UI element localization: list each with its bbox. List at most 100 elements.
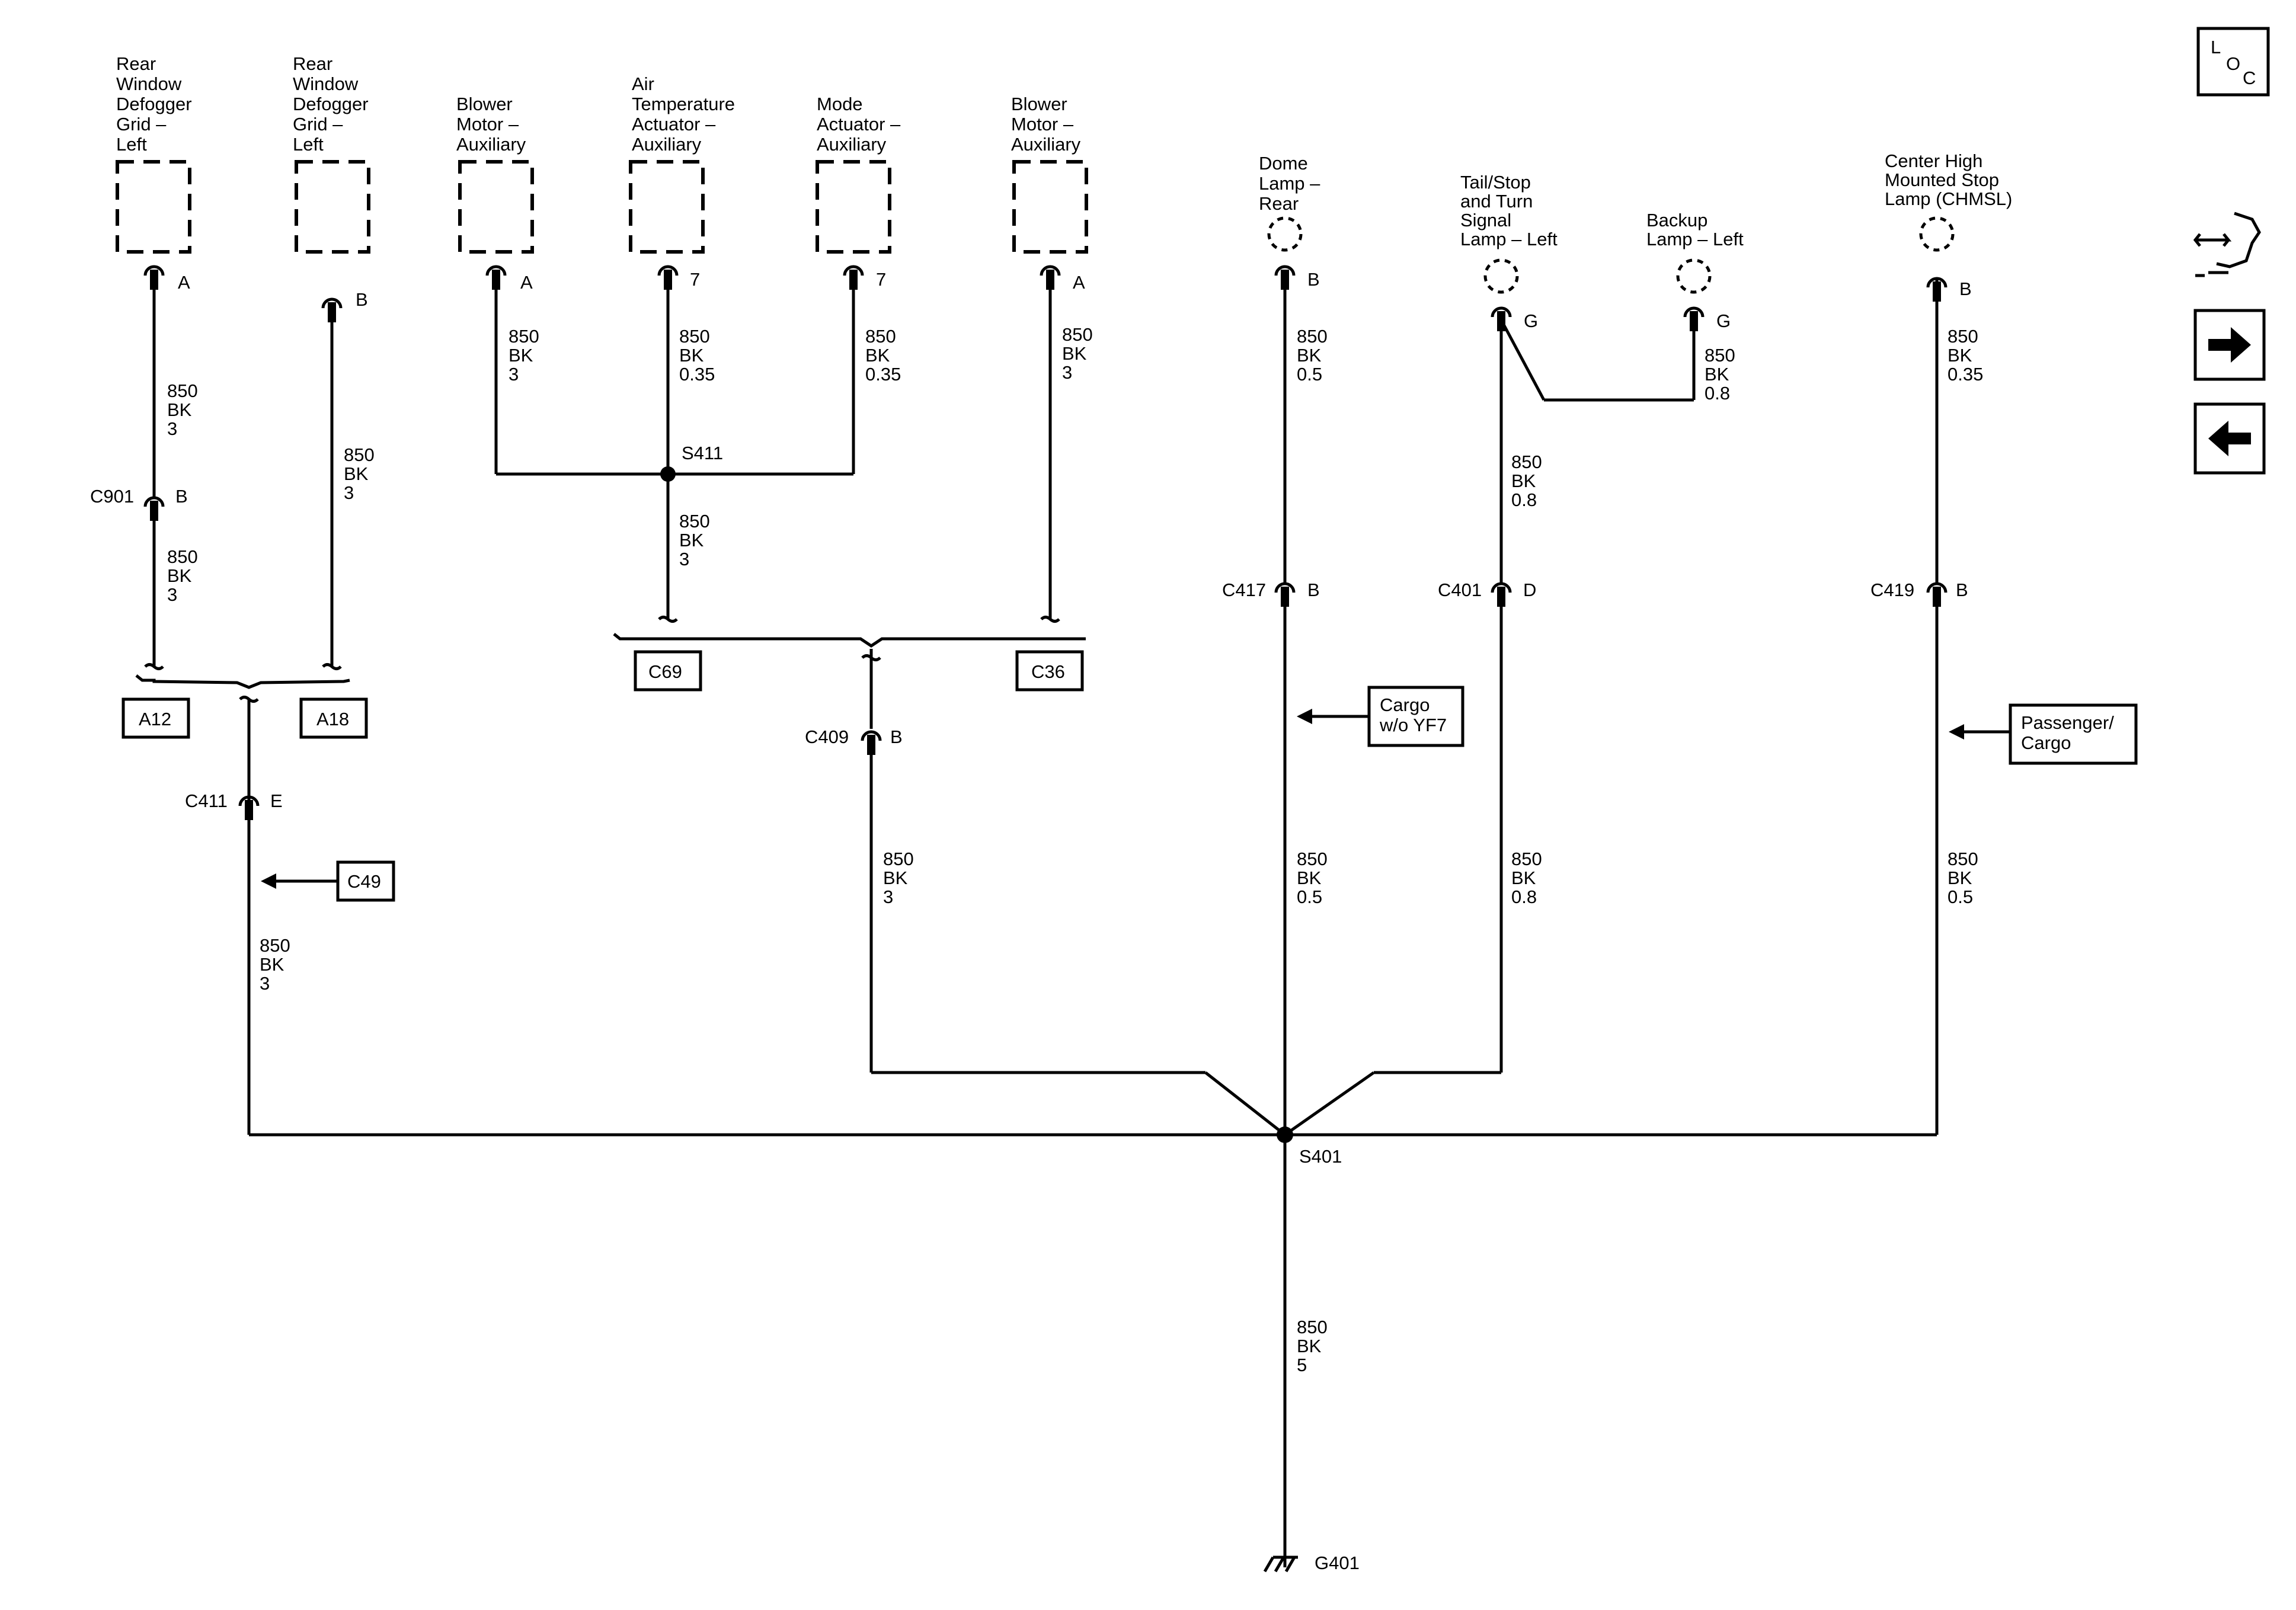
svg-text:850: 850 [1511,452,1542,472]
page-ref-c36[interactable]: C36 [1015,650,1084,692]
component-label-tail-stop-turn-lamp: Tail/Stop and Turn Signal Lamp – Left [1460,172,1558,249]
lamp-symbol-dome [1267,216,1303,252]
connector-label-c411: C411 E [185,790,283,811]
pin-label: A [520,272,533,293]
component-label-backup-lamp: Backup Lamp – Left [1646,210,1744,249]
svg-text:BK: BK [1948,345,1972,366]
page-ref-a12[interactable]: A12 [121,697,190,739]
svg-text:0.5: 0.5 [1297,364,1322,385]
svg-text:C49: C49 [347,871,381,892]
wire-label: 850 BK 0.35 [679,326,715,385]
svg-text:3: 3 [167,418,177,439]
pin-label: G [1524,311,1538,331]
svg-text:5: 5 [1297,1355,1307,1375]
splice-label-s401: S401 [1299,1146,1342,1167]
svg-text:Mounted Stop: Mounted Stop [1885,169,1999,190]
callout-arrow [1949,724,2010,740]
svg-text:3: 3 [509,364,519,385]
svg-text:Rear: Rear [293,53,332,74]
svg-text:E: E [270,790,283,811]
svg-text:BK: BK [1948,868,1972,888]
svg-text:3: 3 [344,482,354,503]
svg-text:BK: BK [865,345,890,366]
svg-text:B: B [1307,580,1320,600]
svg-text:Motor –: Motor – [1011,114,1074,135]
ground-symbol [1263,1555,1298,1573]
svg-text:BK: BK [1511,868,1536,888]
svg-text:Auxiliary: Auxiliary [817,134,887,155]
arrow-left-icon[interactable] [2193,402,2266,475]
connector-label-c401: C401 D [1438,580,1536,600]
svg-text:C419: C419 [1870,580,1914,600]
svg-text:B: B [175,486,188,507]
wire-label: 850 BK 3 [260,935,290,994]
svg-text:BK: BK [509,345,533,366]
component-box-rear-defogger-b [295,160,370,254]
wire-label: 850 BK 3 [167,380,198,439]
svg-text:BK: BK [679,345,704,366]
svg-text:L: L [2211,37,2221,57]
pin-label: A [178,272,190,293]
svg-text:850: 850 [344,444,375,465]
callout-arrow [1297,709,1369,724]
svg-text:Auxiliary: Auxiliary [632,134,702,155]
svg-text:Window: Window [116,73,182,94]
svg-text:3: 3 [883,886,893,907]
harness-icon[interactable] [2193,212,2261,277]
svg-text:Grid –: Grid – [116,114,167,135]
svg-text:Lamp – Left: Lamp – Left [1646,229,1744,249]
svg-text:850: 850 [1297,326,1328,347]
pin-label: A [1073,272,1085,293]
svg-text:850: 850 [883,849,914,869]
loc-icon[interactable]: L O C [2196,27,2270,97]
lamp-symbol-tail-stop [1483,258,1519,294]
svg-text:Window: Window [293,73,359,94]
option-box-passenger-cargo[interactable]: Passenger/ Cargo [2009,703,2138,765]
wire-label: 850 BK 0.5 [1297,326,1328,385]
svg-text:Auxiliary: Auxiliary [456,134,526,155]
component-box-rear-defogger-a [116,160,191,254]
pin-label: G [1716,311,1731,331]
svg-text:BK: BK [344,463,369,484]
svg-text:Cargo: Cargo [1380,694,1430,715]
svg-text:C409: C409 [805,726,849,747]
pin-label: B [356,289,368,310]
wire-label: 850 BK 0.8 [1511,849,1542,907]
svg-text:850: 850 [865,326,896,347]
svg-text:C: C [2243,68,2256,88]
option-box-cargo[interactable]: Cargo w/o YF7 [1367,686,1464,747]
component-label-dome-lamp: Dome Lamp – Rear [1259,153,1320,214]
svg-text:BK: BK [1297,1336,1322,1356]
wire-label: 850 BK 5 [1297,1317,1328,1375]
svg-text:Defogger: Defogger [293,94,369,114]
svg-text:B: B [1956,580,1968,600]
svg-text:Defogger: Defogger [116,94,192,114]
wire-label: 850 BK 0.35 [1948,326,1983,385]
component-label-rear-defogger-a: Rear Window Defogger Grid – Left [116,53,192,155]
svg-text:Rear: Rear [1259,193,1299,214]
svg-text:BK: BK [1062,343,1087,364]
svg-text:Blower: Blower [456,94,513,114]
svg-text:C901: C901 [90,486,134,507]
svg-text:BK: BK [1297,868,1322,888]
arrow-right-icon[interactable] [2193,309,2266,381]
svg-text:Passenger/: Passenger/ [2021,712,2114,733]
page-ref-c49[interactable]: C49 [336,860,395,902]
svg-text:Mode: Mode [817,94,863,114]
svg-text:BK: BK [883,868,908,888]
svg-text:C417: C417 [1222,580,1266,600]
splice-dot-s411 [660,466,676,482]
svg-text:A18: A18 [316,709,349,729]
component-label-blower-motor-1: Blower Motor – Auxiliary [456,94,526,155]
page-ref-c69[interactable]: C69 [634,650,702,692]
pin-label: 7 [690,269,700,290]
wire-label: 850 BK 3 [883,849,914,907]
svg-text:0.8: 0.8 [1511,489,1537,510]
connector-label-c901: C901 B [90,486,188,507]
page-ref-a18[interactable]: A18 [299,697,368,739]
svg-text:850: 850 [260,935,290,956]
svg-text:Center High: Center High [1885,151,1982,171]
svg-text:0.35: 0.35 [1948,364,1983,385]
wire-label: 850 BK 0.35 [865,326,901,385]
